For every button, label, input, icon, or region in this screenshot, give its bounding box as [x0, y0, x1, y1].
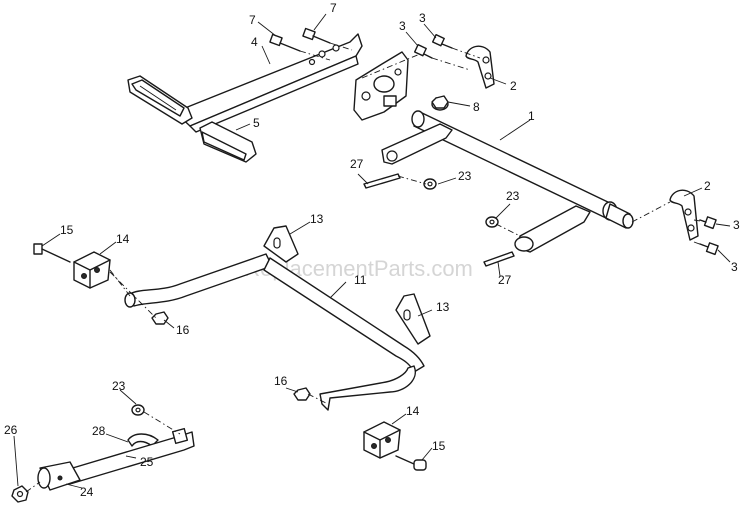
- part-15-bolt-right: [395, 455, 427, 471]
- callout-14-left: 14: [116, 232, 130, 246]
- callout-15-right: 15: [432, 439, 446, 453]
- part-13-mount-plate-right: [395, 293, 431, 345]
- pivot-bracket: [353, 51, 449, 121]
- part-11-shift-rod: [124, 253, 425, 411]
- part-13-mount-plate-left: [263, 225, 299, 263]
- part-7-bolts: [269, 27, 331, 52]
- part-1-cross-shaft: [381, 110, 634, 253]
- callout-3-c: 3: [733, 218, 740, 232]
- part-23-washer-right: [485, 216, 499, 228]
- part-3-bolts-lower: [699, 216, 719, 256]
- part-14-block-left: [73, 251, 111, 289]
- callout-3-a: 3: [399, 19, 406, 33]
- callout-23-upper: 23: [458, 169, 472, 183]
- part-8-nut: [431, 95, 449, 109]
- callout-26: 26: [4, 423, 18, 437]
- callout-3-b: 3: [419, 11, 426, 25]
- callout-23-right: 23: [506, 189, 520, 203]
- callout-2-upper: 2: [510, 79, 517, 93]
- callout-16-right: 16: [274, 374, 288, 388]
- callout-16-left: 16: [176, 323, 190, 337]
- part-23-washer-upper: [423, 178, 437, 190]
- callout-2-lower: 2: [704, 179, 711, 193]
- callout-28: 28: [92, 424, 106, 438]
- part-16-nut-left: [151, 311, 169, 325]
- part-16-nut-right: [293, 387, 311, 401]
- callout-14-right: 14: [406, 404, 420, 418]
- part-3-bolts-upper: [413, 33, 453, 107]
- callout-4: 4: [251, 35, 258, 49]
- part-2-hook-bracket-lower: [669, 189, 699, 241]
- callout-25: 25: [140, 455, 154, 469]
- part-4-pedal-arm: [127, 33, 363, 133]
- assembly-lines: [25, 42, 709, 493]
- callout-1: 1: [528, 109, 535, 123]
- callout-3-d: 3: [731, 260, 738, 274]
- callout-15-left: 15: [60, 223, 74, 237]
- part-24-sleeve: [37, 461, 81, 491]
- part-27-pin-lower: [483, 251, 515, 267]
- part-27-pin-upper: [363, 173, 401, 189]
- part-5-pedal-pad: [199, 121, 257, 163]
- callout-11: 11: [354, 273, 367, 287]
- callout-labels: 1 2 2 3 3 3 3 4 5 7 7 8 11 13 13 14 14 1…: [4, 1, 740, 499]
- callout-23-lower: 23: [112, 379, 126, 393]
- callout-27-upper: 27: [350, 157, 364, 171]
- callout-13-left: 13: [310, 212, 324, 226]
- callout-7-a: 7: [249, 13, 256, 27]
- part-15-bolt-left: [33, 243, 71, 263]
- part-26-nut: [11, 485, 29, 503]
- callout-8: 8: [473, 100, 480, 114]
- callout-24: 24: [80, 485, 94, 499]
- part-23-washer-lower: [131, 404, 145, 416]
- part-2-hook-bracket-upper: [465, 45, 495, 89]
- leader-lines: [13, 13, 731, 489]
- callout-5: 5: [253, 116, 260, 130]
- callout-7-b: 7: [330, 1, 337, 15]
- part-14-block-right: [363, 421, 401, 459]
- callout-27-lower: 27: [498, 273, 512, 287]
- callout-13-right: 13: [436, 300, 450, 314]
